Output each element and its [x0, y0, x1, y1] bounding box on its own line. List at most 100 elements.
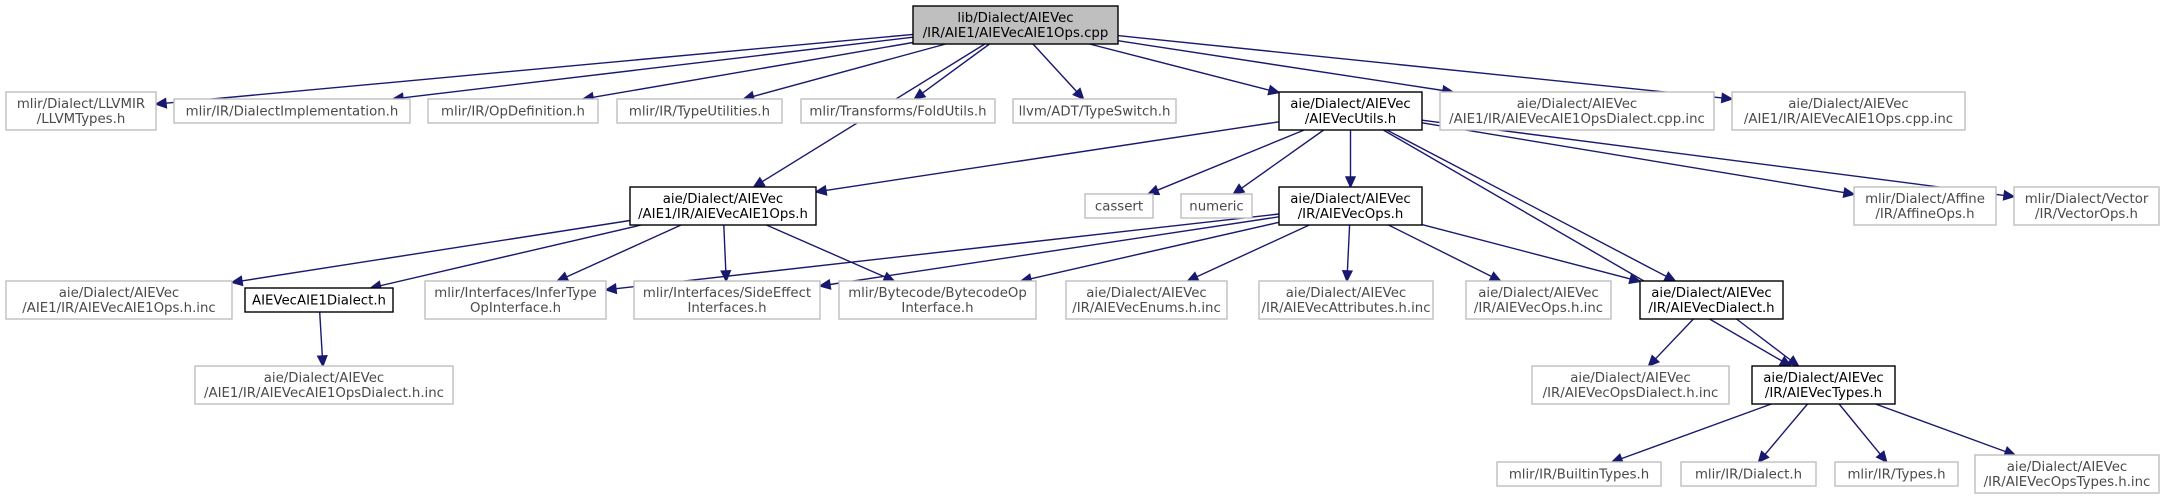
edge-aie1opsh-to-sideeffect — [720, 224, 732, 283]
node-label-line: mlir/Transforms/FoldUtils.h — [809, 105, 986, 120]
node-aievecopsh[interactable]: aie/Dialect/AIEVec/IR/AIEVecOps.h — [1278, 186, 1423, 226]
edge-aievecutils-to-aievecdialect — [1386, 129, 1677, 282]
node-aievecutils[interactable]: aie/Dialect/AIEVec/AIEVecUtils.h — [1278, 91, 1423, 131]
node-label-line: /IR/AIE1/AIEVecAIE1Ops.cpp — [923, 26, 1109, 41]
node-label-line: /LLVMTypes.h — [37, 112, 126, 127]
node-box — [1258, 280, 1434, 320]
node-box — [244, 287, 394, 313]
node-label-line: aie/Dialect/AIEVec — [1788, 97, 1908, 112]
edge-aievecutils-to-affineops — [1421, 122, 1856, 199]
node-label-line: mlir/IR/Dialect.h — [1695, 468, 1802, 483]
node-label-line: /IR/AIEVecEnums.h.inc — [1072, 301, 1221, 316]
node-label-line: lib/Dialect/AIEVec — [957, 11, 1073, 26]
node-aie1dialect[interactable]: AIEVecAIE1Dialect.h — [244, 287, 394, 313]
node-label-line: /IR/AIEVecOps.h.inc — [1474, 301, 1603, 316]
node-label-line: numeric — [1189, 200, 1243, 215]
node-label-line: /AIE1/IR/AIEVecAIE1OpsDialect.cpp.inc — [1449, 112, 1705, 127]
node-box — [424, 280, 607, 320]
edge-aievectypes-to-irdialect — [1757, 403, 1809, 464]
node-label-line: aie/Dialect/AIEVec — [1570, 371, 1690, 386]
node-aie1opsh[interactable]: aie/Dialect/AIEVec/AIE1/IR/AIEVecAIE1Ops… — [629, 186, 817, 226]
node-label-line: OpInterface.h — [470, 301, 561, 316]
edge-aie1opsh-to-infertype — [555, 224, 682, 282]
node-box — [173, 98, 411, 124]
node-label-line: aie/Dialect/AIEVec — [1086, 286, 1206, 301]
node-label-line: aie/Dialect/AIEVec — [1286, 286, 1406, 301]
node-aievectypes[interactable]: aie/Dialect/AIEVec/IR/AIEVecTypes.h — [1751, 365, 1896, 405]
node-box — [5, 280, 233, 320]
edge-aie1opsh-to-aie1opshinc — [230, 219, 631, 287]
node-label-line: aie/Dialect/AIEVec — [264, 371, 384, 386]
edge-aievectypes-to-builtintypes — [1610, 403, 1772, 464]
node-aievecdialect[interactable]: aie/Dialect/AIEVec/IR/AIEVecDialect.h — [1639, 280, 1784, 320]
edge-aievecutils-to-aie1opsh — [814, 121, 1280, 196]
node-label-line: /AIE1/IR/AIEVecAIE1Ops.cpp.inc — [1744, 112, 1953, 127]
node-label-line: /IR/AIEVecDialect.h — [1648, 301, 1774, 316]
node-label-line: mlir/IR/BuiltinTypes.h — [1509, 468, 1649, 483]
node-attrsinc: aie/Dialect/AIEVec/IR/AIEVecAttributes.h… — [1258, 280, 1434, 320]
edge-root-to-aievecutils — [1089, 43, 1281, 96]
graph-nodes: lib/Dialect/AIEVec/IR/AIE1/AIEVecAIE1Ops… — [5, 5, 2160, 494]
node-label-line: mlir/Interfaces/InferType — [434, 286, 596, 301]
node-label-line: /IR/AIEVecTypes.h — [1765, 386, 1882, 401]
node-box — [1278, 91, 1423, 131]
node-box — [1465, 280, 1612, 320]
node-box — [1439, 91, 1715, 131]
edge-aievecopsh-to-opshinc — [1388, 224, 1503, 282]
edge-aievecdialect-to-aievectypes — [1736, 318, 1800, 368]
edge-root-to-llvmtypes — [154, 33, 914, 109]
edge-aievecutils-to-vectorops — [1421, 119, 2016, 201]
node-opstypesinc: aie/Dialect/AIEVec/IR/AIEVecOpsTypes.h.i… — [1974, 454, 2160, 494]
node-box — [194, 365, 454, 405]
node-box — [1496, 461, 1662, 487]
node-label-line: aie/Dialect/AIEVec — [1290, 97, 1410, 112]
node-box — [912, 5, 1119, 45]
edge-aievecopsh-to-bytecode — [1019, 221, 1280, 285]
node-vectorops: mlir/Dialect/Vector/IR/VectorOps.h — [2013, 186, 2160, 226]
node-label-line: /IR/AIEVecAttributes.h.inc — [1261, 301, 1430, 316]
node-box — [1065, 280, 1228, 320]
node-box — [5, 91, 157, 131]
edge-aievecopsh-to-aievecdialect — [1421, 223, 1642, 285]
node-dialectimpl: mlir/IR/DialectImplementation.h — [173, 98, 411, 124]
edge-aievecopsh-to-enumsinc — [1186, 224, 1310, 282]
edge-aievecopsh-to-infertype — [604, 213, 1280, 295]
edge-root-to-dialectimpl — [391, 36, 914, 104]
node-label-line: Interface.h — [901, 301, 973, 316]
node-cassert: cassert — [1084, 193, 1154, 219]
edge-aievecutils-to-aievectypes — [1382, 129, 1793, 367]
edge-aievecdialect-to-opsdialecthinc — [1647, 318, 1694, 368]
node-opsdialecthinc: aie/Dialect/AIEVec/IR/AIEVecOpsDialect.h… — [1531, 365, 1730, 405]
node-numeric: numeric — [1180, 193, 1253, 219]
node-label-line: aie/Dialect/AIEVec — [1651, 286, 1771, 301]
node-box — [633, 280, 821, 320]
edge-root-to-opsdialectcppinc — [1117, 40, 1455, 96]
node-aie1opshinc: aie/Dialect/AIEVec/AIE1/IR/AIEVecAIE1Ops… — [5, 280, 233, 320]
node-box — [1180, 193, 1253, 219]
edge-aievecutils-to-aievecopsh — [1344, 130, 1357, 189]
node-opshinc: aie/Dialect/AIEVec/IR/AIEVecOps.h.inc — [1465, 280, 1612, 320]
node-label-line: /AIE1/IR/AIEVecAIE1OpsDialect.h.inc — [204, 386, 444, 401]
node-label-line: mlir/Dialect/Affine — [1865, 192, 1985, 207]
node-box — [838, 280, 1037, 320]
node-label-line: aie/Dialect/AIEVec — [59, 286, 179, 301]
node-box — [1639, 280, 1784, 320]
node-box — [1731, 91, 1966, 131]
edge-aievecutils-to-cassert — [1146, 129, 1305, 196]
node-box — [1853, 186, 1997, 226]
node-label-line: /IR/AffineOps.h — [1875, 207, 1974, 222]
node-label-line: mlir/Bytecode/BytecodeOp — [848, 286, 1027, 301]
node-builtintypes: mlir/IR/BuiltinTypes.h — [1496, 461, 1662, 487]
node-typeutil: mlir/IR/TypeUtilities.h — [616, 98, 783, 124]
node-box — [1012, 98, 1177, 124]
node-label-line: mlir/IR/TypeUtilities.h — [629, 105, 770, 120]
node-root[interactable]: lib/Dialect/AIEVec/IR/AIE1/AIEVecAIE1Ops… — [912, 5, 1119, 45]
node-label-line: mlir/Dialect/Vector — [2025, 192, 2149, 207]
node-box — [800, 98, 996, 124]
node-label-line: /IR/AIEVecOpsDialect.h.inc — [1543, 386, 1719, 401]
node-enumsinc: aie/Dialect/AIEVec/IR/AIEVecEnums.h.inc — [1065, 280, 1228, 320]
